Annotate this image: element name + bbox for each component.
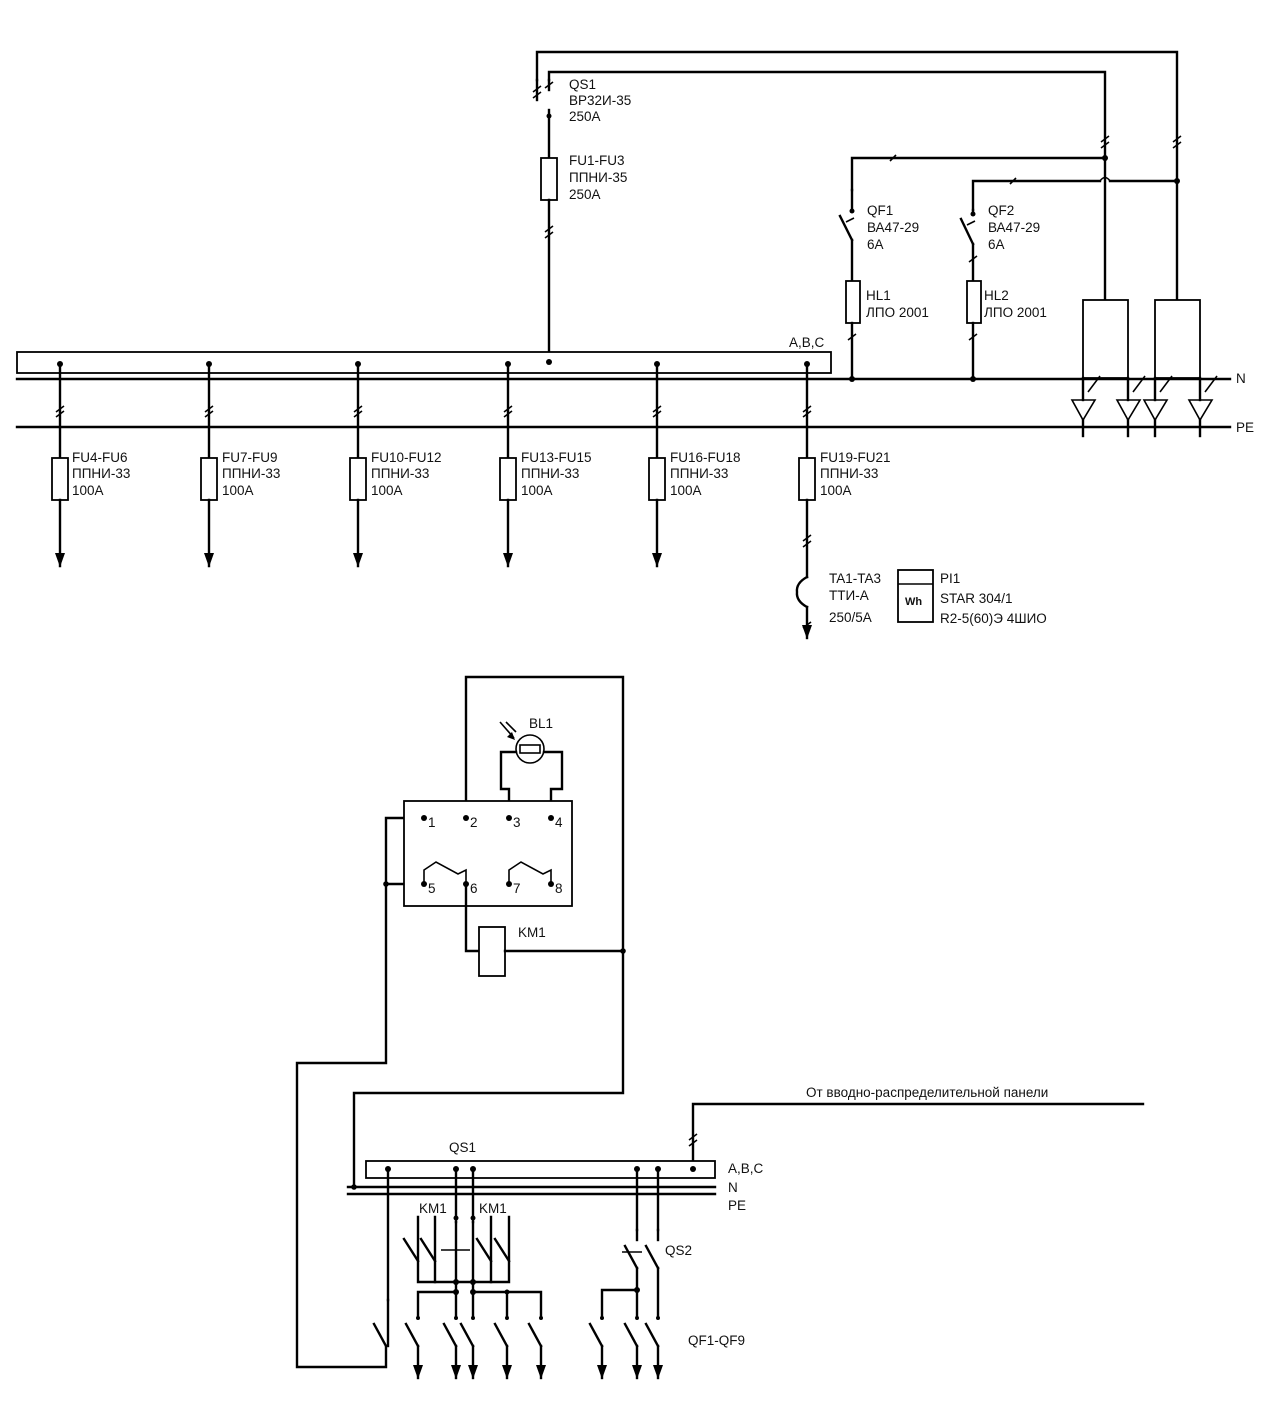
qs1-switch xyxy=(532,78,554,160)
socket-group xyxy=(1070,299,1218,438)
lower-pe-label: PE xyxy=(728,1198,746,1213)
hl1-label: HL1 xyxy=(866,288,891,303)
bl1-sensor xyxy=(499,721,564,820)
ta-label: TA1-TA3 xyxy=(829,571,881,586)
lower-n-label: N xyxy=(728,1180,738,1195)
feeder-1-model: ППНИ-33 xyxy=(222,466,280,481)
n-label: N xyxy=(1236,371,1246,386)
hl2-label: HL2 xyxy=(984,288,1009,303)
qf2-model: ВА47-29 xyxy=(988,220,1040,235)
fu-main-rating: 250А xyxy=(569,187,601,202)
photo-relay-block xyxy=(403,800,573,907)
meter-spec: R2-5(60)Э 4ШИО xyxy=(940,611,1047,626)
qs2-label: QS2 xyxy=(665,1243,692,1258)
feeder-3-model: ППНИ-33 xyxy=(521,466,579,481)
qf1-label: QF1 xyxy=(867,203,893,218)
fu-main-fuse xyxy=(540,157,558,201)
qs1-rating: 250А xyxy=(569,109,601,124)
km1-contact-label-1: KM1 xyxy=(419,1201,447,1216)
feeder-2-model: ППНИ-33 xyxy=(371,466,429,481)
hl2-lamp xyxy=(966,280,982,324)
feeder-2-rating: 100А xyxy=(371,483,403,498)
feeder-2 xyxy=(349,361,367,568)
abc-bus-bar xyxy=(16,351,832,374)
relay-terminals xyxy=(421,815,554,887)
terminal-1: 1 xyxy=(428,815,436,830)
lower-breaker-row xyxy=(372,1280,663,1380)
feeder-4-rating: 100А xyxy=(670,483,702,498)
qf1-rating: 6А xyxy=(867,237,884,252)
qf2-branch xyxy=(959,208,982,381)
feeder-0-label: FU4-FU6 xyxy=(72,450,128,465)
meter-pi1: Wh xyxy=(897,569,934,623)
bl1-label: BL1 xyxy=(529,716,553,731)
feeder-4-label: FU16-FU18 xyxy=(670,450,741,465)
feeder-1 xyxy=(200,361,218,568)
qs1-label: QS1 xyxy=(569,77,596,92)
feeder-0 xyxy=(51,361,69,568)
feeder-4 xyxy=(648,361,666,568)
feeder-3-rating: 100А xyxy=(521,483,553,498)
fu-main-label: FU1-FU3 xyxy=(569,153,625,168)
qs1-model: ВР32И-35 xyxy=(569,93,631,108)
qf-group-label: QF1-QF9 xyxy=(688,1333,745,1348)
ta-model: ТТИ-А xyxy=(829,588,869,603)
lower-abc-label: A,B,C xyxy=(728,1161,764,1176)
terminal-3: 3 xyxy=(513,815,521,830)
ta-rating: 250/5А xyxy=(829,610,872,625)
qf2-rating: 6А xyxy=(988,237,1005,252)
meter-label: PI1 xyxy=(940,571,960,586)
km1-contacts xyxy=(402,1215,511,1285)
terminal-4: 4 xyxy=(555,815,563,830)
terminal-7: 7 xyxy=(513,881,521,896)
abc-bus-label: A,B,C xyxy=(789,335,825,350)
feeder-2-label: FU10-FU12 xyxy=(371,450,442,465)
km1-coil xyxy=(478,926,506,977)
lower-abc-bus xyxy=(365,1160,716,1179)
hl1-model: ЛПО 2001 xyxy=(866,305,929,320)
source-text: От вводно-распределительной панели xyxy=(806,1085,1048,1100)
bus-taps xyxy=(385,1166,696,1302)
pe-label: PE xyxy=(1236,420,1254,435)
feeder-0-model: ППНИ-33 xyxy=(72,466,130,481)
qf2-label: QF2 xyxy=(988,203,1014,218)
km1-coil-label: KM1 xyxy=(518,925,546,940)
feeder-5-rating: 100А xyxy=(820,483,852,498)
feeder-3 xyxy=(499,361,517,568)
km1-contact-label-2: KM1 xyxy=(479,1201,507,1216)
terminal-6: 6 xyxy=(470,881,478,896)
hl1-lamp xyxy=(845,280,861,324)
feeder-5-label: FU19-FU21 xyxy=(820,450,891,465)
feeder-5 xyxy=(795,361,816,640)
qf1-model: ВА47-29 xyxy=(867,220,919,235)
feeder-3-label: FU13-FU15 xyxy=(521,450,592,465)
fu-main-model: ППНИ-35 xyxy=(569,170,627,185)
meter-symbol: Wh xyxy=(905,596,922,608)
qf1-branch xyxy=(838,188,861,381)
qs2-switch xyxy=(600,1228,660,1320)
terminal-2: 2 xyxy=(470,815,478,830)
meter-model: STAR 304/1 xyxy=(940,591,1013,606)
lower-diagram: BL1 1 2 3 4 5 6 7 8 KM1 xyxy=(295,675,1145,1380)
feeder-1-label: FU7-FU9 xyxy=(222,450,278,465)
upper-diagram: QS1 ВР32И-35 250А FU1-FU3 ППНИ-35 250А xyxy=(15,50,1254,640)
feeder-5-model: ППНИ-33 xyxy=(820,466,878,481)
qs1-lower-label: QS1 xyxy=(449,1140,476,1155)
terminal-5: 5 xyxy=(428,881,436,896)
terminal-8: 8 xyxy=(555,881,563,896)
feeder-4-model: ППНИ-33 xyxy=(670,466,728,481)
feeder-1-rating: 100А xyxy=(222,483,254,498)
hl2-model: ЛПО 2001 xyxy=(984,305,1047,320)
feeder-0-rating: 100А xyxy=(72,483,104,498)
